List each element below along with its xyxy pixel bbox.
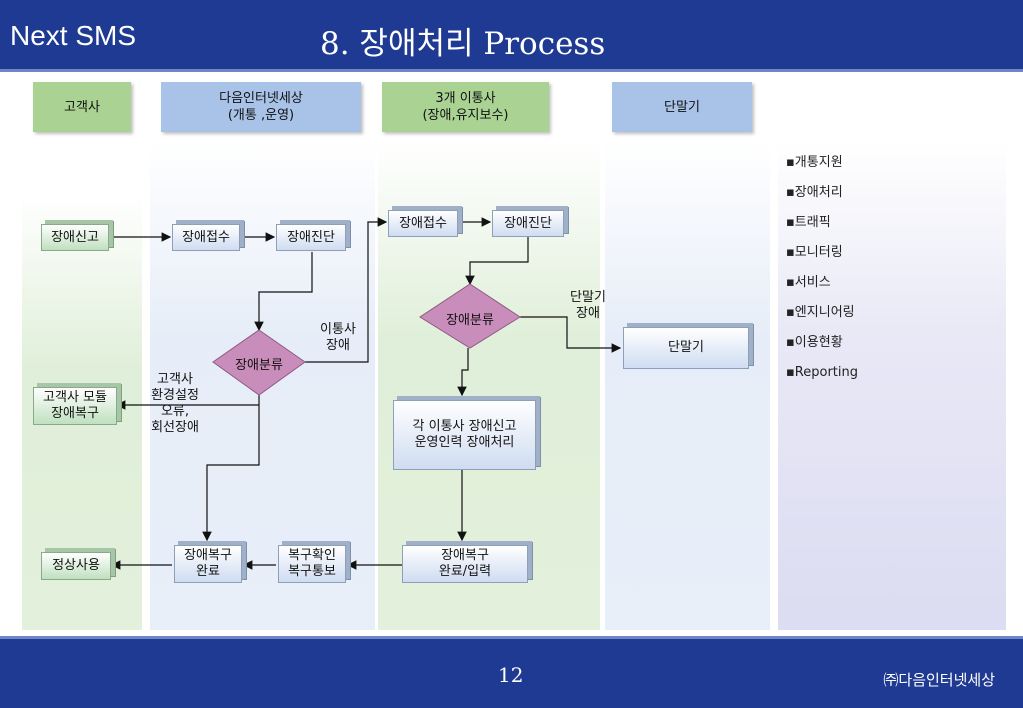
fault-receive-box-2: 장애접수 [388, 210, 458, 237]
column-header-device: 단말기 [612, 82, 752, 132]
fault-receive-box-1: 장애접수 [172, 224, 240, 251]
menu-item: ▪트래픽 [786, 215, 831, 230]
column-device-bg [605, 142, 770, 630]
client-fault-label: 고객사 환경설정 오류, 회선장애 [151, 372, 199, 435]
menu-item: ▪이용현황 [786, 335, 843, 350]
company-name: ㈜다음인터넷세상 [883, 671, 995, 689]
menu-item: ▪모니터링 [786, 245, 843, 260]
device-box: 단말기 [623, 327, 749, 369]
menu-item: ▪장애처리 [786, 185, 843, 200]
menu-item: ▪엔지니어링 [786, 305, 855, 320]
menu-item: ▪Reporting [786, 365, 859, 380]
column-header-daum: 다음인터넷세상(개통 ,운영) [161, 82, 361, 132]
menu-item: ▪개통지원 [786, 155, 843, 170]
fault-diagnose-box-1: 장애진단 [276, 224, 346, 251]
classify-diamond-2 [419, 283, 521, 349]
page-number: 12 [498, 663, 524, 687]
normal-use-box: 정상사용 [41, 552, 111, 580]
header-bar: Next SMS 8. 장애처리 Process [0, 0, 1023, 72]
brand-title: Next SMS [10, 20, 137, 51]
column-header-carrier: 3개 이통사(장애,유지보수) [382, 82, 549, 132]
classify2-label: 장애분류 [446, 313, 494, 328]
menu-item: ▪서비스 [786, 275, 831, 290]
fault-diagnose-box-2: 장애진단 [492, 210, 564, 237]
classify-diamond-1 [212, 329, 306, 396]
page-title: 8. 장애처리 Process [320, 26, 606, 62]
menu-panel-bg [778, 142, 1006, 630]
classify1-label: 장애분류 [235, 358, 283, 373]
service-menu-list: ▪개통지원 ▪장애처리 ▪트래픽 ▪모니터링 ▪서비스 ▪엔지니어링 ▪이용현황… [786, 152, 986, 392]
column-header-client: 고객사 [33, 82, 131, 132]
fault-report-box: 장애신고 [41, 224, 109, 251]
footer-bar: 12 ㈜다음인터넷세상 [0, 636, 1023, 708]
